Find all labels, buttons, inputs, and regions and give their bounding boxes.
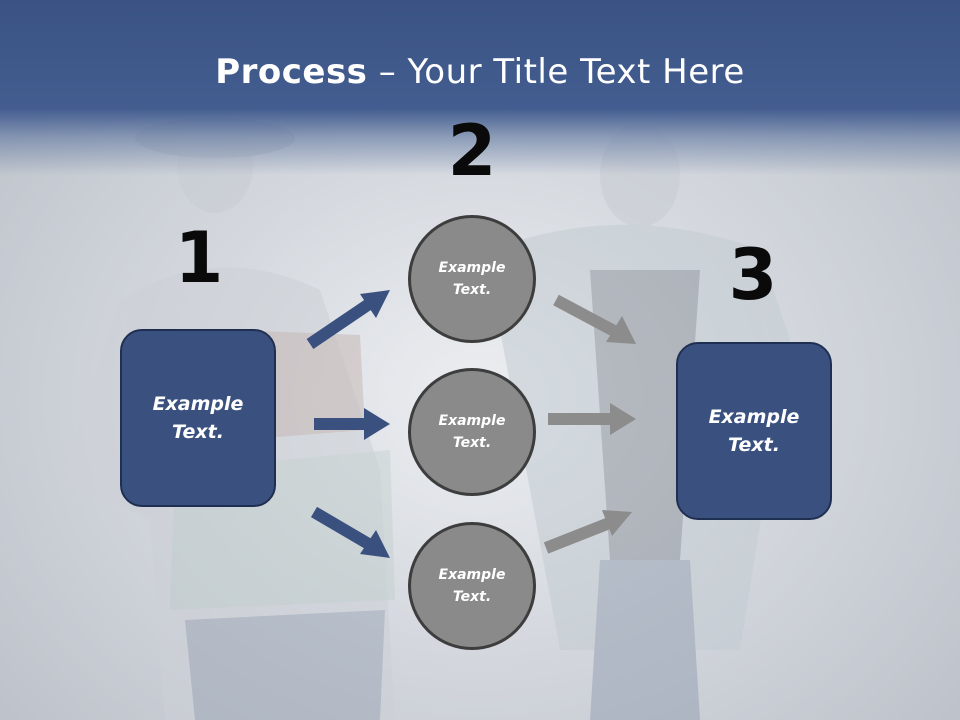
title-rest: – Your Title Text Here bbox=[367, 52, 745, 92]
circle-bottom-label: Example Text. bbox=[438, 566, 506, 605]
step-3-box: Example Text. bbox=[676, 342, 832, 520]
circle-top-label: Example Text. bbox=[438, 259, 506, 298]
title-band bbox=[0, 0, 960, 175]
arrow-2-top bbox=[553, 294, 636, 344]
circle-middle-label: Example Text. bbox=[438, 412, 506, 451]
arrow-1-middle bbox=[314, 408, 390, 440]
title-bold: Process bbox=[215, 52, 368, 92]
step-1-box: Example Text. bbox=[120, 329, 276, 507]
arrow-2-middle bbox=[548, 403, 636, 435]
step-3-label: Example Text. bbox=[708, 405, 800, 457]
circle-middle: Example Text. bbox=[408, 368, 536, 496]
step-1-number: 1 bbox=[174, 217, 224, 299]
arrow-2-bottom bbox=[543, 510, 632, 554]
arrow-1-top bbox=[306, 290, 390, 349]
circle-top: Example Text. bbox=[408, 215, 536, 343]
step-2-number: 2 bbox=[447, 110, 497, 192]
slide-title: Process – Your Title Text Here bbox=[0, 52, 960, 92]
step-3-number: 3 bbox=[728, 234, 778, 316]
step-1-label: Example Text. bbox=[152, 392, 244, 444]
circle-bottom: Example Text. bbox=[408, 522, 536, 650]
arrow-1-bottom bbox=[310, 506, 390, 558]
